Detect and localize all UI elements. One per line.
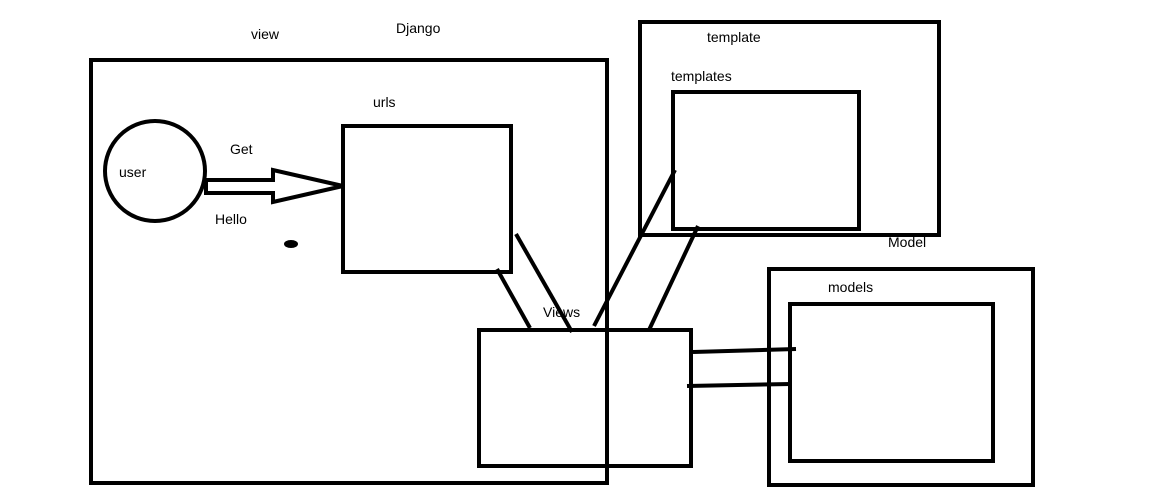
connector-views-templates-1 bbox=[592, 169, 677, 327]
dot-mark bbox=[284, 240, 298, 248]
connector-views-models-1 bbox=[692, 347, 797, 354]
connector-urls-views-1 bbox=[495, 268, 532, 329]
connector-urls-views-2 bbox=[514, 233, 574, 333]
model-label: Model bbox=[888, 234, 926, 250]
get-label: Get bbox=[230, 141, 253, 157]
hello-label: Hello bbox=[215, 211, 247, 227]
views-label: Views bbox=[543, 304, 580, 320]
view-label: view bbox=[251, 26, 280, 42]
user-node bbox=[103, 119, 207, 223]
view-container-box bbox=[89, 58, 609, 485]
template-label: template bbox=[707, 29, 761, 45]
views-box bbox=[477, 328, 693, 468]
models-label: models bbox=[828, 279, 873, 295]
urls-box bbox=[341, 124, 513, 274]
connector-views-models-2 bbox=[686, 382, 792, 388]
user-label: user bbox=[119, 164, 147, 180]
connector-views-templates-2 bbox=[647, 225, 700, 331]
django-label: Django bbox=[396, 20, 441, 36]
get-arrow bbox=[204, 167, 344, 205]
urls-label: urls bbox=[373, 94, 396, 110]
models-box bbox=[788, 302, 995, 463]
templates-box bbox=[671, 90, 861, 231]
model-container-box bbox=[767, 267, 1035, 487]
template-container-box bbox=[638, 20, 941, 237]
templates-label: templates bbox=[671, 68, 732, 84]
